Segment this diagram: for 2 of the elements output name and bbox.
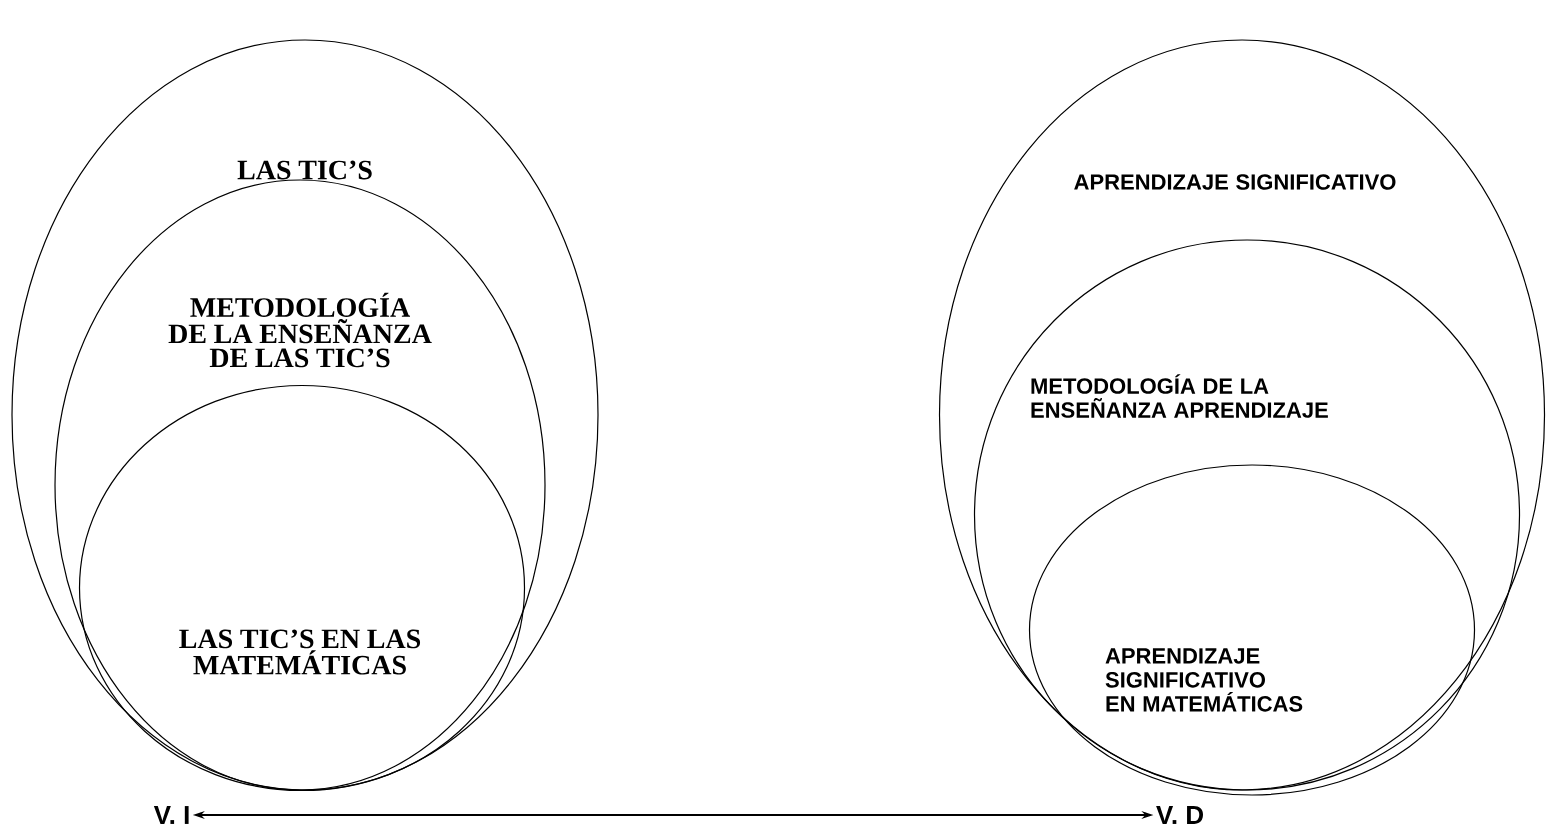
variable-label: V. D <box>1156 806 1203 824</box>
variable-label: V. I <box>153 806 189 824</box>
